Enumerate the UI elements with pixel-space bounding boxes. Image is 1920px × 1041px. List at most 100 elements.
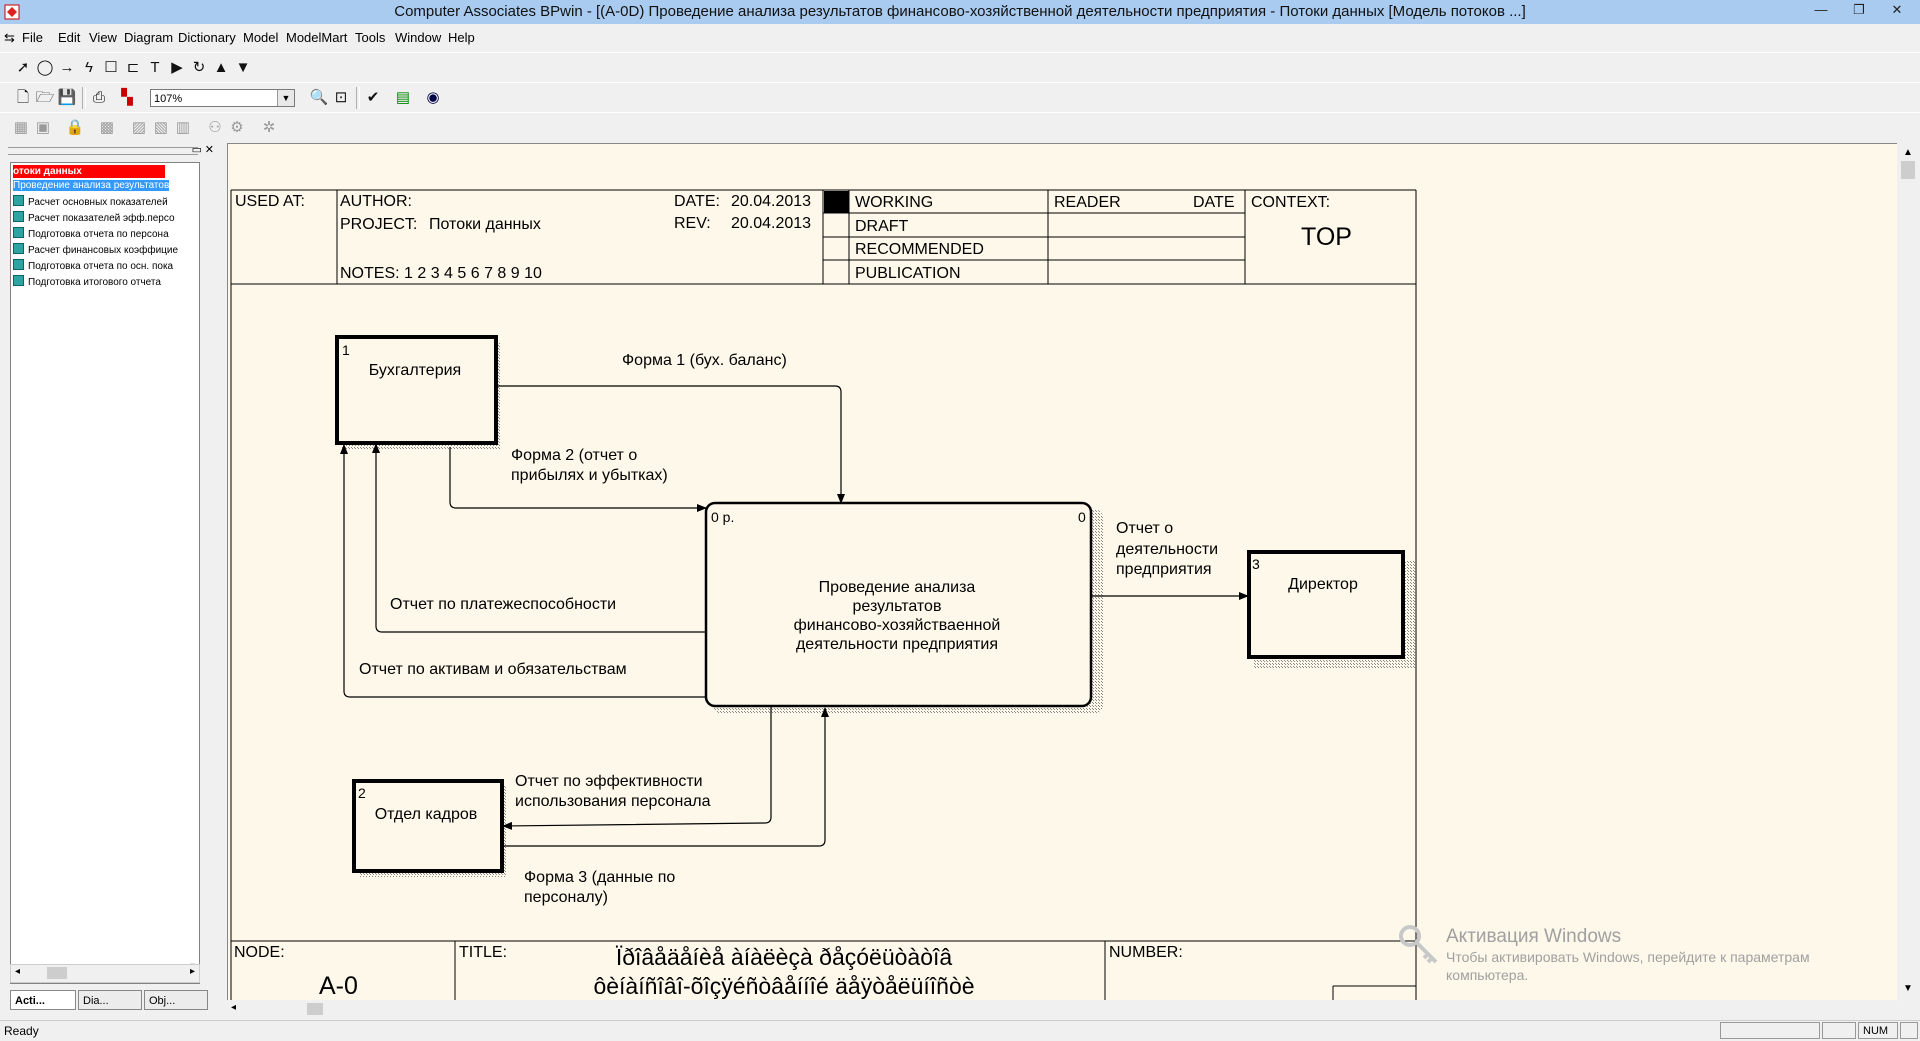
tab-diagrams[interactable]: Dia... xyxy=(78,990,142,1010)
tree-item[interactable]: Подготовка отчета по персона xyxy=(13,227,169,241)
arrow-assets[interactable] xyxy=(340,444,706,698)
panel-grip[interactable] xyxy=(8,147,198,155)
horizontal-scrollbar[interactable]: ◂ xyxy=(227,1000,1897,1018)
scroll-thumb[interactable] xyxy=(47,967,67,979)
mm-check-icon[interactable]: ▩ xyxy=(99,119,115,136)
mm-save-icon[interactable]: ▨ xyxy=(131,119,147,136)
tree-horizontal-scrollbar[interactable]: ◂ ▸ xyxy=(10,964,200,983)
flow-label-form2-line[interactable]: Форма 2 (отчет о xyxy=(511,447,637,464)
flow-label-assets[interactable]: Отчет по активам и обязательствам xyxy=(359,661,627,678)
menu-model[interactable]: Model xyxy=(243,30,279,45)
mm-merge-icon[interactable]: ▧ xyxy=(153,119,169,136)
model-explorer-icon[interactable]: ▤ xyxy=(395,89,411,106)
tab-objects[interactable]: Obj... xyxy=(144,990,208,1010)
panel-close-icon[interactable]: ✕ xyxy=(204,144,214,156)
box-number: 2 xyxy=(358,785,366,801)
box-label: Бухгалтерия xyxy=(369,362,461,379)
squiggle-tool-icon[interactable]: ϟ xyxy=(85,59,93,76)
print-icon[interactable]: ⎙ xyxy=(92,89,105,106)
mm-disconnect-icon[interactable]: ▣ xyxy=(35,119,51,136)
menu-tools[interactable]: Tools xyxy=(355,30,386,45)
scroll-up-icon[interactable]: ▲ xyxy=(1903,147,1913,158)
scroll-right-icon[interactable]: ▸ xyxy=(189,966,195,977)
box-hr[interactable]: 2 Отдел кадров xyxy=(352,779,507,877)
restore-button[interactable]: ❐ xyxy=(1853,2,1865,17)
tree-item[interactable]: Подготовка итогового отчета xyxy=(13,275,161,289)
scroll-left-icon[interactable]: ◂ xyxy=(231,1002,237,1013)
mm-connect-icon[interactable]: ▦ xyxy=(13,119,29,136)
go-child-icon[interactable]: ▶ xyxy=(171,59,183,76)
new-file-icon[interactable]: 🗋 xyxy=(16,89,30,106)
pointer-tool-icon[interactable]: ➚ xyxy=(16,59,30,76)
tree-item[interactable]: Расчет финансовых коэффицие xyxy=(13,243,178,257)
flow-label-activity-line[interactable]: предприятия xyxy=(1116,561,1212,578)
modelmart-icon[interactable]: ◉ xyxy=(426,89,440,106)
flow-label-form2-line[interactable]: прибылях и убытках) xyxy=(511,467,668,484)
flow-label-efficiency-line[interactable]: Отчет по эффективности xyxy=(515,773,703,790)
menu-view[interactable]: View xyxy=(89,30,117,45)
box-accounting[interactable]: 1 Бухгалтерия xyxy=(335,335,500,449)
mm-security-icon[interactable]: ⚙ xyxy=(230,119,244,136)
open-folder-icon[interactable]: 🗁 xyxy=(35,89,55,106)
ellipse-tool-icon[interactable]: ◯ xyxy=(36,59,54,76)
menu-diagram[interactable]: Diagram xyxy=(124,30,174,45)
flow-label-solvency[interactable]: Отчет по платежеспособности xyxy=(390,596,616,613)
save-icon[interactable]: 💾 xyxy=(57,89,77,106)
panel-float-icon[interactable]: ▭ xyxy=(191,144,202,156)
flow-label-form3-line[interactable]: персоналу) xyxy=(524,889,608,906)
flow-label-activity-line[interactable]: Отчет о xyxy=(1116,520,1173,537)
arrow-efficiency[interactable] xyxy=(502,706,772,830)
flow-label-form1[interactable]: Форма 1 (бух. баланс) xyxy=(622,352,787,369)
menu-help[interactable]: Help xyxy=(448,30,475,45)
tab-activities[interactable]: Acti... xyxy=(10,990,76,1010)
color-palette-icon[interactable]: ▚ xyxy=(121,89,133,106)
box-director[interactable]: 3 Директор xyxy=(1247,550,1415,669)
down-triangle-icon[interactable]: ▼ xyxy=(235,59,251,76)
tree-item[interactable]: Расчет основных показателей xyxy=(13,195,168,209)
menu-modelmart[interactable]: ModelMart xyxy=(286,30,348,45)
arrow-form1[interactable] xyxy=(498,385,845,504)
status-pane xyxy=(1720,1022,1820,1039)
rotate-icon[interactable]: ↻ xyxy=(192,59,206,76)
box-tool-icon[interactable]: ☐ xyxy=(104,59,118,76)
flow-label-efficiency-line[interactable]: использования персонала xyxy=(515,793,711,810)
scroll-thumb[interactable] xyxy=(307,1003,323,1015)
zoom-select[interactable]: 107% ▼ xyxy=(150,89,295,107)
tree-item[interactable]: Проведение анализа результатов xyxy=(13,179,170,193)
scroll-down-icon[interactable]: ▼ xyxy=(1903,983,1913,994)
tree-item[interactable]: Расчет показателей эфф.персо xyxy=(13,211,175,225)
tunnel-tool-icon[interactable]: ⊏ xyxy=(126,59,140,76)
vertical-scrollbar[interactable]: ▲ ▼ xyxy=(1897,143,1920,1000)
scroll-left-icon[interactable]: ◂ xyxy=(15,966,21,977)
tree-item[interactable]: Подготовка отчета по осн. пока xyxy=(13,259,173,273)
arrow-solvency[interactable] xyxy=(372,443,706,633)
text-tool-icon[interactable]: T xyxy=(150,59,160,76)
lock-icon[interactable]: 🔒 xyxy=(65,119,85,136)
scroll-thumb[interactable] xyxy=(1901,161,1915,179)
chevron-down-icon[interactable]: ▼ xyxy=(277,90,294,106)
box-process[interactable]: 0 р. 0 Проведение анализа результатов фи… xyxy=(704,501,1103,714)
bpwin-app-icon[interactable] xyxy=(4,4,20,20)
zoom-fit-icon[interactable]: ⊡ xyxy=(334,89,348,106)
menu-window[interactable]: Window xyxy=(395,30,442,45)
arrow-form2[interactable] xyxy=(449,447,707,512)
menu-file[interactable]: File xyxy=(22,30,43,45)
zoom-in-icon[interactable]: 🔍 xyxy=(309,89,329,106)
flow-label-form3-line[interactable]: Форма 3 (данные по xyxy=(524,869,675,886)
up-triangle-icon[interactable]: ▲ xyxy=(213,59,229,76)
flow-label-activity-line[interactable]: деятельности xyxy=(1116,541,1218,558)
arrow-form3[interactable] xyxy=(501,707,829,847)
mm-users-icon[interactable]: ⚇ xyxy=(208,119,222,136)
minimize-button[interactable]: — xyxy=(1814,2,1828,17)
mm-options-icon[interactable]: ✲ xyxy=(262,119,276,136)
tree-root-item[interactable]: отоки данных xyxy=(13,165,165,178)
spell-check-icon[interactable]: ✔ xyxy=(366,89,380,106)
close-button[interactable]: ✕ xyxy=(1891,2,1903,17)
menu-system-icon[interactable]: ⇆ xyxy=(4,30,15,45)
menu-dictionary[interactable]: Dictionary xyxy=(178,30,236,45)
diagram-canvas[interactable]: USED AT: AUTHOR: PROJECT: Потоки данных … xyxy=(227,143,1898,1001)
menu-edit[interactable]: Edit xyxy=(58,30,81,45)
arrow-tool-icon[interactable]: → xyxy=(59,59,75,76)
mm-grid-icon[interactable]: ▥ xyxy=(175,119,191,136)
modelmart-toolbar: ▦ ▣ 🔒 ▩ ▨ ▧ ▥ ⚇ ⚙ ✲ xyxy=(0,112,1920,141)
